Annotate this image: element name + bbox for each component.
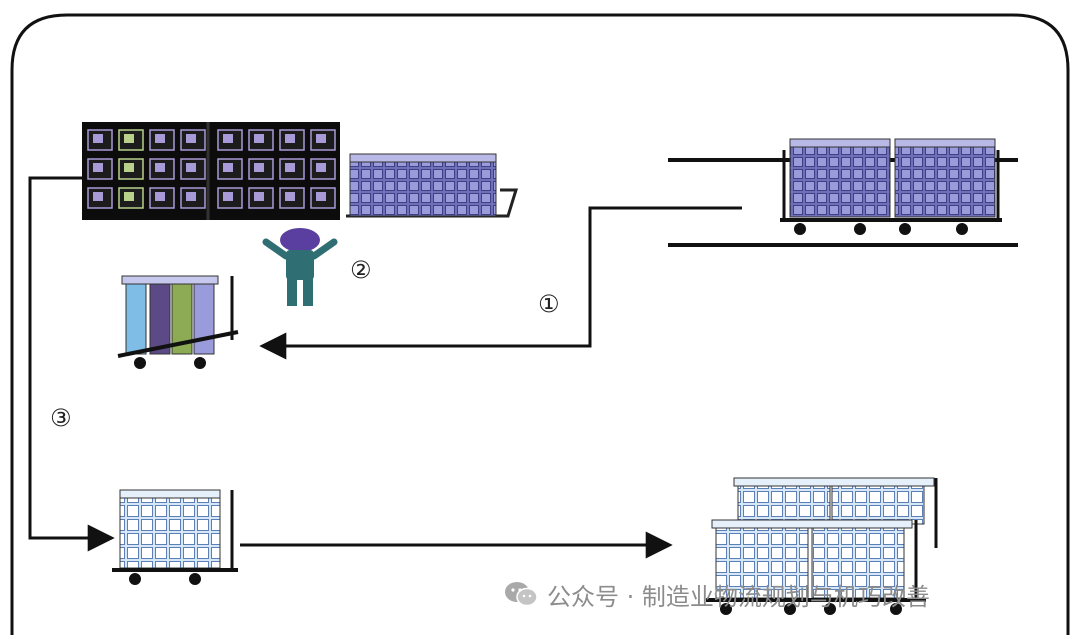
rack-bin-label: [155, 192, 165, 201]
staging-cart-cluster: [706, 477, 938, 615]
conveyor-cart-2: [886, 138, 1002, 235]
storage-rack: [82, 122, 340, 220]
kitting-cart: [117, 275, 239, 369]
rack-bin-label: [186, 163, 196, 172]
rack-bin-label: [223, 134, 233, 143]
step-label-3: ③: [50, 404, 72, 432]
step-label-1: ①: [538, 290, 560, 318]
outer-frame: [10, 13, 1070, 635]
flow-arrow-1: [259, 206, 742, 360]
rack-bin-label: [285, 163, 295, 172]
rack-bin-label: [186, 134, 196, 143]
worker-figure: [262, 228, 338, 306]
rack-bin-label: [254, 134, 264, 143]
rack-bin-label: [223, 163, 233, 172]
rack-bin-label: [285, 192, 295, 201]
rack-bin-label: [254, 163, 264, 172]
rack-bin-label: [124, 163, 134, 172]
rack-bin-label: [254, 192, 264, 201]
watermark: 公众号 · 制造业物流规划与机巧改善: [503, 578, 930, 611]
rack-bin-label: [285, 134, 295, 143]
rack-bin-label: [316, 192, 326, 201]
rack-bin-label: [155, 163, 165, 172]
wechat-icon: [505, 582, 538, 607]
rack-bin-label: [155, 134, 165, 143]
step-label-2: ②: [350, 256, 372, 284]
rack-bin-label: [93, 163, 103, 172]
rack-bin-label: [124, 134, 134, 143]
delivery-cart: [112, 489, 238, 585]
crate-stack-on-flat-cart: [346, 153, 519, 218]
rack-bin-label: [316, 163, 326, 172]
rack-bin-label: [223, 192, 233, 201]
watermark-text: 公众号 · 制造业物流规划与机巧改善: [547, 582, 930, 611]
rack-bin-label: [93, 134, 103, 143]
rack-bin-label: [316, 134, 326, 143]
conveyor-cart-1: [780, 138, 896, 235]
rack-bin-label: [93, 192, 103, 201]
flow-arrow-3-return: [28, 176, 115, 552]
rack-bin-label: [186, 192, 196, 201]
rack-bin-label: [124, 192, 134, 201]
